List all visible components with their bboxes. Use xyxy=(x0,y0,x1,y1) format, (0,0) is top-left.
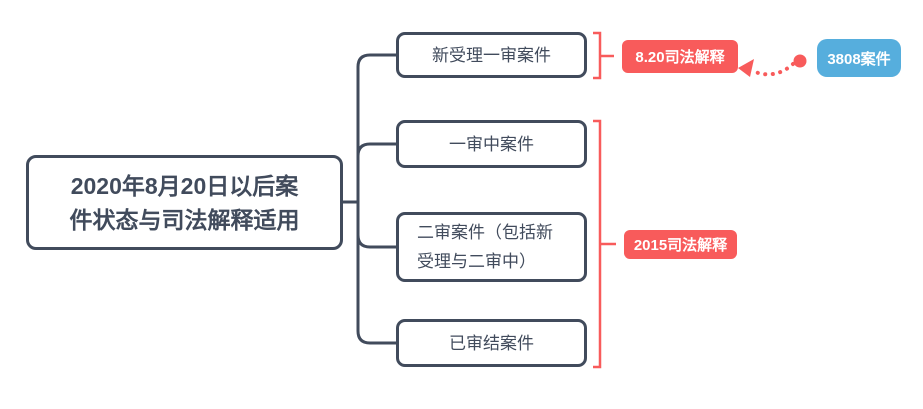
root-node-case-status[interactable]: 2020年8月20日以后案 件状态与司法解释适用 xyxy=(26,155,343,250)
callout-badge-3808-cases[interactable]: 3808案件 xyxy=(817,39,901,77)
arrow-head-icon xyxy=(738,59,754,77)
summary-badge-2015-interpretation[interactable]: 2015司法解释 xyxy=(624,230,737,259)
connector-branch-3 xyxy=(356,233,400,249)
summary-badge-820-interpretation[interactable]: 8.20司法解释 xyxy=(622,40,738,73)
connector-branch-2 xyxy=(356,142,400,158)
branch-node-newly-accepted-first-instance[interactable]: 新受理一审案件 xyxy=(396,32,587,78)
summary-bracket-top xyxy=(593,31,614,80)
connector-branch-1 xyxy=(356,53,400,204)
branch-node-second-instance[interactable]: 二审案件（包括新 受理与二审中） xyxy=(396,212,587,282)
branch-node-concluded-cases[interactable]: 已审结案件 xyxy=(396,319,587,367)
summary-bracket-bottom xyxy=(593,119,616,369)
dotted-arrow-curve xyxy=(749,62,795,77)
connector-branch-4 xyxy=(356,200,400,345)
branch-node-in-first-instance[interactable]: 一审中案件 xyxy=(396,120,587,168)
arrow-origin-dot xyxy=(793,54,807,68)
